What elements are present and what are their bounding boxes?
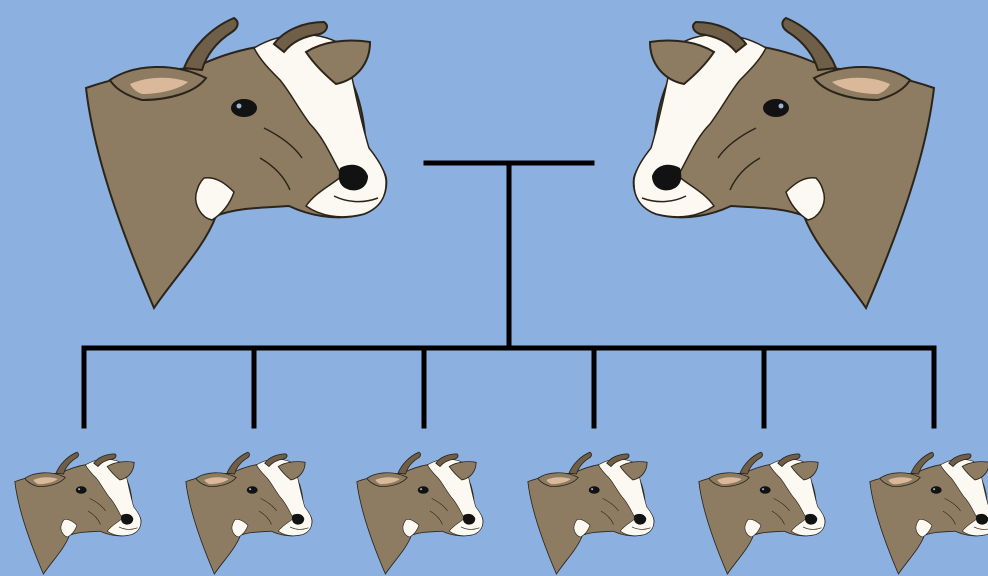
pedigree-connectors xyxy=(81,160,937,429)
